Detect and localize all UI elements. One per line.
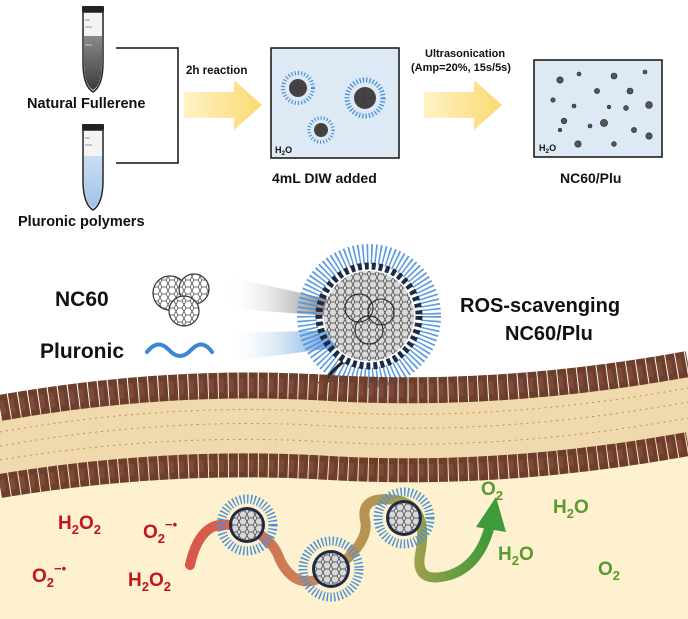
- step1-label: 2h reaction: [186, 65, 247, 77]
- cell-membrane: [0, 351, 688, 619]
- product-h2o-1: H2O: [553, 497, 589, 521]
- solution-box-1: [270, 47, 400, 159]
- box1-water-label: H2O: [275, 145, 292, 157]
- step2-label-line1: Ultrasonication: [425, 48, 505, 60]
- micelle-3-icon: [373, 487, 435, 549]
- ros-superoxide-2: O2−•: [32, 561, 67, 590]
- result-label-line1: ROS-scavenging: [460, 295, 620, 317]
- box2-water-label: H2O: [539, 143, 556, 155]
- result-label-line2: NC60/Plu: [505, 323, 593, 345]
- tube2-label: Pluronic polymers: [18, 214, 145, 230]
- ultrasonication-arrow-icon: [424, 80, 502, 130]
- large-micelle-icon: [297, 244, 441, 388]
- product-o2-1: O2: [481, 479, 503, 503]
- ros-h2o2-2: H2O2: [128, 570, 171, 594]
- solution-box-2: [533, 59, 663, 158]
- fullerene-cluster-icon: [152, 273, 210, 327]
- pluronic-tube-icon: [82, 124, 104, 211]
- pluronic-wave-icon: [145, 342, 214, 358]
- box1-micelles: [281, 71, 386, 144]
- product-o2-2: O2: [598, 559, 620, 583]
- pluronic-label: Pluronic: [40, 340, 124, 363]
- ros-superoxide-1: O2−•: [143, 517, 178, 546]
- reaction-arrow-icon: [184, 80, 262, 130]
- fullerene-tube-icon: [82, 6, 104, 93]
- box2-caption: NC60/Plu: [560, 170, 621, 186]
- box2-nanoparticles: [550, 69, 653, 148]
- micelle-2-icon: [298, 536, 364, 602]
- merge-bracket: [116, 47, 179, 164]
- nc60-label: NC60: [55, 288, 109, 311]
- product-h2o-2: H2O: [498, 544, 534, 568]
- box1-caption: 4mL DIW added: [272, 170, 377, 186]
- nc60-beam: [225, 276, 355, 318]
- path-arrowhead-icon: [476, 497, 506, 532]
- micelle-1-icon: [216, 494, 278, 556]
- ros-h2o2-1: H2O2: [58, 513, 101, 537]
- step2-label-line2: (Amp=20%, 15s/5s): [411, 62, 511, 74]
- tube1-label: Natural Fullerene: [27, 96, 145, 112]
